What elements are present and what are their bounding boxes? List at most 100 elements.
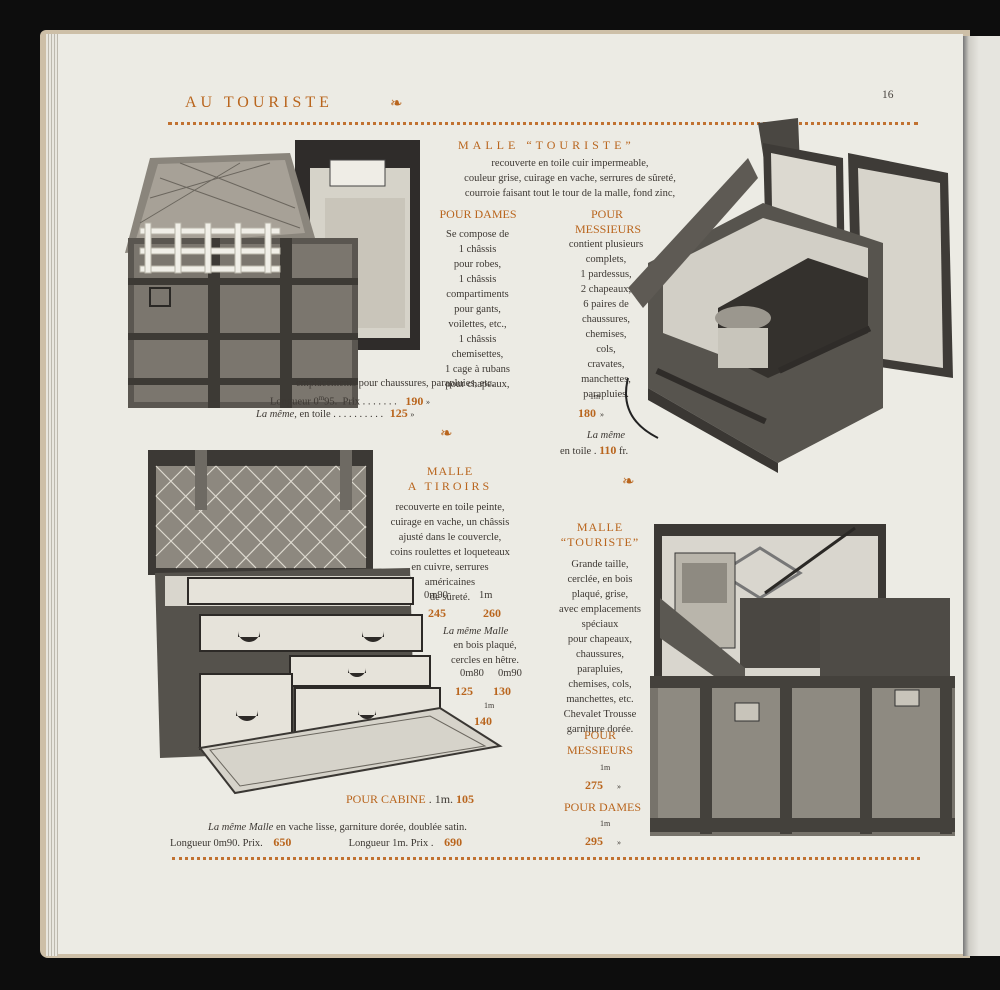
price-suffix: » bbox=[617, 838, 621, 847]
desc-line: recouverte en toile cuir impermeable, bbox=[491, 158, 649, 169]
messieurs-size: 1m bbox=[589, 392, 601, 401]
desc-line: en cuivre, serrures bbox=[411, 562, 489, 573]
list-item: 1 châssis bbox=[458, 244, 497, 255]
trunk-messieurs-image bbox=[625, 118, 953, 473]
size: 1m bbox=[479, 590, 493, 601]
dames-price-line: Longueur 0m95. Prix . . . . . . . 190 » bbox=[270, 393, 431, 408]
price: 125 bbox=[455, 684, 473, 698]
prix-label: Prix bbox=[242, 838, 261, 849]
price-vache-2: 690 bbox=[444, 835, 463, 849]
heading-line: MESSIEURS bbox=[575, 222, 642, 236]
list-item: 1 châssis bbox=[458, 274, 497, 285]
price-toile: 125 bbox=[389, 406, 408, 420]
grande-messieurs-price-line: 275 » bbox=[585, 776, 621, 794]
longueur-label: Longueur 1m. bbox=[348, 838, 409, 849]
price: 245 bbox=[428, 606, 446, 620]
price-dames: 190 bbox=[405, 393, 424, 408]
trunk-dames-image bbox=[125, 140, 420, 408]
list-item: 2 chapeaux, bbox=[580, 284, 632, 295]
malle-grande-description: Grande taille, cerclée, en bois plaqué, … bbox=[550, 557, 650, 737]
title-line: MALLE bbox=[576, 520, 624, 534]
dotted-rule-bottom bbox=[172, 857, 920, 860]
price-grande-dames: 295 bbox=[585, 834, 603, 848]
malle-tiroirs-title: MALLE A TIROIRS bbox=[405, 464, 495, 494]
tiroirs-prices-2: 125 130 bbox=[455, 682, 545, 700]
toile-suffix: , en toile bbox=[294, 409, 331, 420]
list-item: compartiments bbox=[446, 289, 509, 300]
page-number: 16 bbox=[882, 89, 894, 101]
malle-touriste-description: recouverte en toile cuir impermeable, co… bbox=[430, 156, 710, 201]
grande-dames-heading: POUR DAMES bbox=[564, 800, 642, 814]
prix-label: Prix bbox=[410, 838, 429, 849]
desc-line: avec emplacements bbox=[559, 604, 641, 615]
heading-line: POUR bbox=[590, 207, 623, 221]
pour-messieurs-list: contient plusieurs complets, 1 pardessus… bbox=[556, 237, 656, 402]
list-item: manchettes, bbox=[581, 374, 631, 385]
desc-line: chaussures, bbox=[575, 649, 625, 660]
list-item: pour gants, bbox=[454, 304, 501, 315]
emplacements-text: emplacements pour chaussures, parapluies… bbox=[296, 378, 495, 389]
list-item: cols, bbox=[596, 344, 616, 355]
list-item: 6 paires de bbox=[583, 299, 629, 310]
desc-line: ajusté dans le couvercle, bbox=[398, 532, 502, 543]
longueur-label: Longueur 0 bbox=[270, 396, 319, 408]
price-suffix: » bbox=[600, 410, 604, 419]
desc-line: en bois plaqué, bbox=[453, 640, 517, 651]
grande-messieurs-heading: POUR MESSIEURS bbox=[560, 728, 640, 758]
grande-dames-size: 1m bbox=[600, 819, 611, 828]
desc-line: parapluies, bbox=[577, 664, 623, 675]
list-item: Se compose de bbox=[446, 229, 509, 240]
list-item: cravates, bbox=[587, 359, 625, 370]
list-item: 1 pardessus, bbox=[580, 269, 632, 280]
title-line: MALLE bbox=[426, 464, 474, 478]
trunk-grande-image bbox=[650, 524, 955, 836]
desc-line: chemises, cols, bbox=[568, 679, 632, 690]
toile-label: en toile bbox=[560, 446, 592, 457]
messieurs-price-line: 180 » bbox=[578, 404, 618, 422]
price-suffix: » bbox=[617, 782, 621, 791]
price-messieurs: 180 bbox=[578, 406, 596, 420]
desc-line: coins roulettes et loqueteaux bbox=[390, 547, 510, 558]
price: 130 bbox=[493, 684, 511, 698]
page-edges bbox=[46, 34, 58, 956]
grande-messieurs-size: 1m bbox=[600, 763, 611, 772]
list-item: complets, bbox=[585, 254, 627, 265]
messieurs-toile-line: en toile . 110 fr. bbox=[560, 443, 629, 457]
heading-line: POUR bbox=[583, 728, 616, 742]
list-item: contient plusieurs bbox=[568, 239, 644, 250]
price-vache-1: 650 bbox=[273, 835, 292, 849]
meme-malle-label: La même Malle bbox=[443, 626, 509, 637]
desc-line: manchettes, etc. bbox=[566, 694, 634, 705]
malle-tiroirs-description: recouverte en toile peinte, cuirage en v… bbox=[370, 500, 530, 605]
cabine-size: 1m. bbox=[434, 792, 454, 806]
price-toile-messieurs: 110 bbox=[599, 443, 617, 457]
fleuron-ornament: ❧ bbox=[390, 96, 403, 112]
price-suffix: » bbox=[426, 397, 431, 407]
price-suffix: » bbox=[410, 410, 415, 419]
malle-touriste-title: MALLE “TOURISTE” bbox=[458, 138, 635, 152]
page-title: AU TOURISTE bbox=[185, 94, 333, 111]
desc-line: couleur grise, cuirage en vache, serrure… bbox=[464, 173, 676, 184]
meme-malle-desc: en bois plaqué, cercles en hêtre. bbox=[440, 638, 530, 668]
price: 260 bbox=[483, 606, 501, 620]
prix-label: Prix bbox=[342, 396, 361, 408]
dames-toile-line: La même, en toile . . . . . . . . . . 12… bbox=[256, 406, 415, 420]
list-item: 1 châssis bbox=[458, 334, 497, 345]
desc-line: garniture dorée. bbox=[566, 724, 634, 735]
desc-line: spéciaux bbox=[581, 619, 619, 630]
fleuron-ornament: ❧ bbox=[440, 426, 453, 442]
list-item: 1 cage à rubans bbox=[444, 364, 510, 375]
pour-dames-heading: POUR DAMES bbox=[439, 207, 517, 221]
list-item: pour chapeaux, bbox=[445, 379, 510, 390]
malle-grande-title: MALLE “TOURISTE” bbox=[545, 520, 655, 550]
vache-prices-line: Longueur 0m90. Prix. 650 Longueur 1m. Pr… bbox=[170, 835, 463, 849]
desc-line: plaqué, grise, bbox=[571, 589, 629, 600]
heading-line: MESSIEURS bbox=[566, 743, 634, 757]
desc-line: Chevalet Trousse bbox=[563, 709, 637, 720]
dotted-rule-top bbox=[168, 122, 918, 125]
pour-dames-list: Se compose de 1 châssis pour robes, 1 ch… bbox=[430, 227, 525, 392]
desc-line: Grande taille, bbox=[571, 559, 629, 570]
list-item: chemisettes, bbox=[451, 349, 504, 360]
